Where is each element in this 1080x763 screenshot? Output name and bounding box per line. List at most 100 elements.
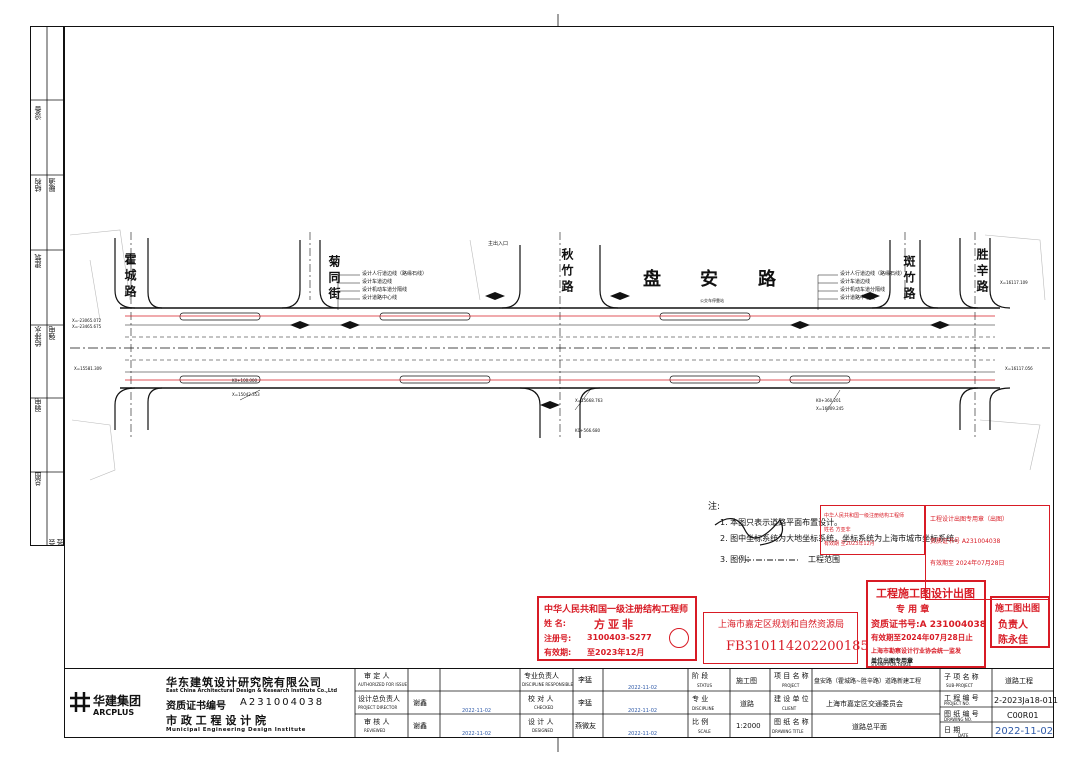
legend-left: 设计人行道边线（路缘石线） 设计车道边线 设计机动车道分隔线 设计道路中心线 bbox=[362, 270, 427, 302]
logo-en: ARCPLUS bbox=[93, 708, 135, 717]
company-en: East China Architectural Design & Resear… bbox=[166, 688, 338, 694]
label-station-1: K0+100.000 bbox=[232, 378, 258, 383]
signature-scribble bbox=[714, 518, 784, 546]
institute-en: Municipal Engineering Design Institute bbox=[166, 727, 306, 733]
label-coord-1: X=-23065.072 bbox=[72, 318, 102, 323]
label-station-3: K0+566.680 bbox=[575, 428, 601, 433]
institute-cn: 市 政 工 程 设 计 院 bbox=[166, 714, 266, 727]
row-designed-en: DESIGNED bbox=[532, 728, 554, 733]
legend-right-item: 设计道路中心线 bbox=[840, 295, 876, 301]
row-director-date: 2022-11-02 bbox=[462, 708, 492, 714]
cert-label: 资质证书编号 bbox=[166, 701, 226, 712]
cert-no: A231004038 bbox=[240, 697, 325, 708]
project-no-value: 2-2023Ja18-011 bbox=[994, 696, 1058, 705]
project-no-label: 工 程 编 号 bbox=[944, 694, 979, 702]
discipline-label: 专 业 bbox=[692, 695, 709, 703]
notes-item-2: 2. 图中坐标系统为大地坐标系统，坐标系统为上海市城市坐标系统。 bbox=[720, 534, 963, 543]
company-cn: 华东建筑设计研究院有限公司 bbox=[166, 676, 322, 689]
drawing-no-label: 图 纸 编 号 bbox=[944, 710, 979, 718]
discipline-en: DISCIPLINE bbox=[692, 706, 715, 711]
logo-cn: 华建集团 bbox=[93, 694, 142, 708]
row-checked-label: 校 对 人 bbox=[528, 695, 554, 703]
subproject-label: 子 项 名 称 bbox=[944, 673, 979, 681]
subproject-value: 道路工程 bbox=[1005, 677, 1033, 685]
scale-en: SCALE bbox=[698, 729, 711, 734]
road-label-shengxin: 胜辛路 bbox=[975, 248, 989, 296]
notes-title: 注: bbox=[708, 502, 721, 512]
drawing-title-label: 图 纸 名 称 bbox=[774, 718, 809, 726]
stamp-structural-engineer: 中华人民共和国一级注册结构工程师 姓 名: 方亚非 注册号: 3100403-S… bbox=[537, 596, 697, 661]
road-label-qiuzhu: 秋竹路 bbox=[560, 248, 574, 296]
project-en: PROJECT bbox=[782, 683, 800, 688]
drawing-title-en: DRAWING TITLE bbox=[772, 729, 804, 734]
status-label: 阶 段 bbox=[692, 672, 709, 680]
road-label-banzhu: 斑竹路 bbox=[902, 255, 916, 303]
client-label: 建 设 单 位 bbox=[774, 695, 809, 703]
label-coord-3: X=15581.309 bbox=[74, 366, 102, 371]
row-director-label: 设计总负责人 bbox=[358, 695, 400, 703]
date-en: DATE bbox=[958, 733, 969, 738]
status-en: STATUS bbox=[697, 683, 713, 688]
arcplus-logo-icon bbox=[70, 692, 90, 712]
drawing-frame bbox=[64, 26, 1054, 738]
row-designed-label: 设 计 人 bbox=[528, 718, 554, 726]
legend-left-item: 设计道路中心线 bbox=[362, 295, 398, 301]
row-reviewed-name: 谢鑫 bbox=[413, 722, 427, 730]
road-label-panan-1: 盘 bbox=[643, 269, 661, 290]
row-director-name: 谢鑫 bbox=[413, 699, 427, 707]
legend-right: 设计人行道边线（路缘石线） 设计车道边线 设计机动车道分隔线 设计道路中心线 bbox=[840, 270, 905, 302]
row-discipline-resp-name: 李猛 bbox=[578, 676, 592, 684]
project-no-en: PROJECT NO. bbox=[944, 701, 970, 706]
drawing-no-en: DRAWING NO. bbox=[944, 717, 972, 722]
subproject-en: SUB-PROJECT bbox=[946, 683, 973, 688]
drawing-no-value: C00R01 bbox=[1007, 711, 1039, 720]
legend-left-item: 设计车道边线 bbox=[362, 279, 393, 285]
road-label-jutong: 菊同街 bbox=[327, 255, 341, 303]
label-coord-8: X=16117.109 bbox=[1000, 280, 1028, 285]
drawing-title-value: 道路总平面 bbox=[852, 723, 887, 731]
legend-right-item: 设计车道边线 bbox=[840, 279, 871, 285]
project-value: 盘安路（霍城路~胜辛路）道路新建工程 bbox=[814, 678, 922, 685]
road-label-huicheng: 霍城路 bbox=[123, 253, 137, 301]
road-label-panan-2: 安 bbox=[700, 269, 718, 290]
label-coord-7: X=16117.056 bbox=[1005, 366, 1033, 371]
status-value: 施工图 bbox=[736, 677, 757, 685]
row-authorized-label: 审 定 人 bbox=[364, 672, 390, 680]
client-en: CLIENT bbox=[782, 706, 797, 711]
row-checked-name: 李猛 bbox=[578, 699, 592, 707]
row-reviewed-date: 2022-11-02 bbox=[462, 731, 492, 737]
label-coord-6: X=16009.245 bbox=[816, 406, 844, 411]
road-label-panan-3: 路 bbox=[758, 269, 776, 290]
label-main-entrance: 主出入口 bbox=[488, 241, 509, 247]
notes-item-3: 3. 图例： bbox=[720, 555, 755, 564]
row-authorized-en: AUTHORIZED FOR ISSUE bbox=[358, 682, 408, 687]
label-station-2: K0+360.201 bbox=[816, 398, 842, 403]
stamp-construction-issue: 工程施工图设计出图 专 用 章 资质证书号:A 231004038 有效期至20… bbox=[866, 580, 986, 668]
stamp-responsible-person: 施工图出图 负责人 陈永佳 bbox=[990, 596, 1050, 648]
client-value: 上海市嘉定区交通委员会 bbox=[826, 700, 903, 708]
legend-right-item: 设计人行道边线（路缘石线） bbox=[840, 271, 906, 277]
seal-circle-icon bbox=[669, 628, 689, 648]
discipline-value: 道路 bbox=[740, 700, 754, 708]
label-coord-2: X=-23465.675 bbox=[72, 324, 102, 329]
stamp-planning-bureau: 上海市嘉定区规划和自然资源局 FB310114202200185 bbox=[703, 612, 869, 664]
notes-item-4: 工程范围 bbox=[808, 555, 840, 564]
row-checked-en: CHECKED bbox=[534, 705, 554, 710]
scale-label: 比 例 bbox=[692, 718, 709, 726]
date-label: 日 期 bbox=[944, 726, 961, 734]
title-block bbox=[64, 668, 1054, 738]
notes-item-1: 1. 本图只表示道路平面布置设计。 bbox=[720, 518, 843, 527]
row-reviewed-label: 审 核 人 bbox=[364, 718, 390, 726]
row-reviewed-en: REVIEWED bbox=[364, 728, 386, 733]
row-discipline-resp-date: 2022-11-02 bbox=[628, 685, 658, 691]
row-checked-date: 2022-11-02 bbox=[628, 708, 658, 714]
project-label: 项 目 名 称 bbox=[774, 672, 809, 680]
scale-value: 1:2000 bbox=[736, 722, 761, 730]
row-discipline-resp-en: DISCIPLINE RESPONSIBLE bbox=[522, 682, 573, 687]
row-discipline-resp-label: 专业负责人 bbox=[524, 672, 559, 680]
legend-right-item: 设计机动车道分隔线 bbox=[840, 287, 886, 293]
legend-left-item: 设计机动车道分隔线 bbox=[362, 287, 408, 293]
